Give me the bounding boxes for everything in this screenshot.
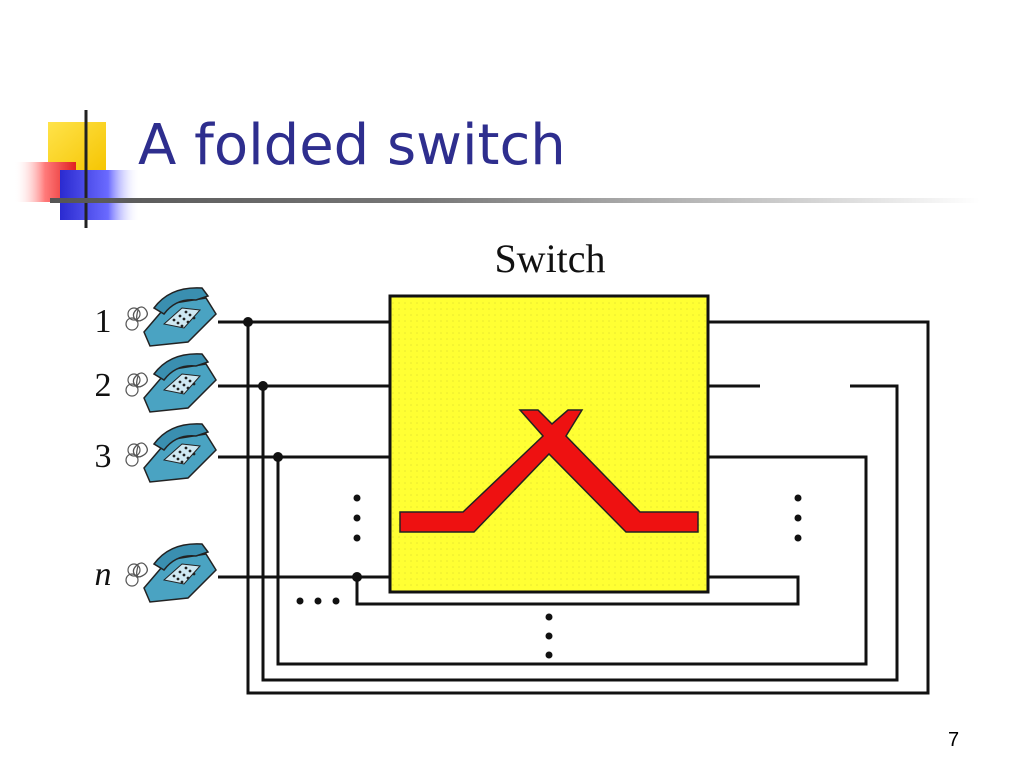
- line-label-n: n: [95, 556, 112, 593]
- ellipsis-dots: [296, 494, 802, 659]
- slide-title: A folded switch: [138, 113, 566, 178]
- title-decoration: [14, 110, 140, 228]
- page-number: 7: [948, 729, 960, 751]
- telephone-icon: [125, 543, 217, 603]
- line-label-1: 1: [95, 303, 112, 340]
- line-label-3: 3: [95, 438, 112, 475]
- line-label-2: 2: [95, 367, 112, 404]
- switch-label: Switch: [494, 236, 605, 281]
- junction-dots: [243, 317, 362, 582]
- wires: [218, 320, 930, 695]
- telephone-icon: [125, 287, 217, 347]
- telephone-icon: [125, 423, 217, 483]
- crosspoint-path: [399, 409, 699, 533]
- telephone-icon: [125, 353, 217, 413]
- title-underline: [50, 198, 980, 203]
- folded-switch-diagram: Switch 1 2 3 n: [95, 236, 930, 695]
